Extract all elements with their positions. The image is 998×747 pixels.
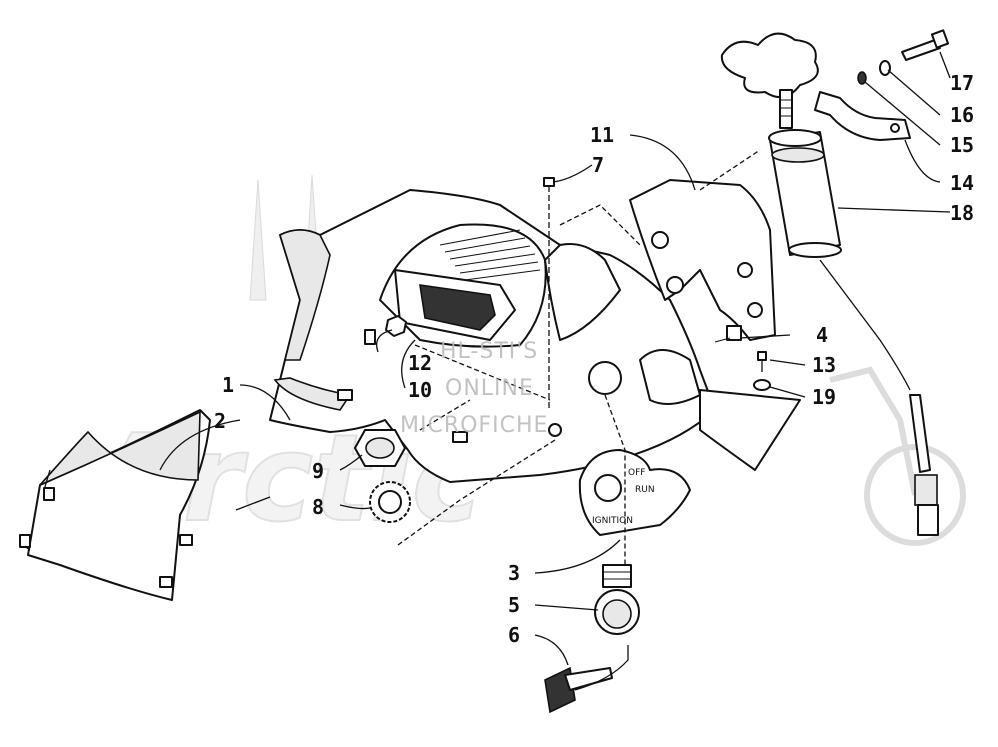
part-19-washer bbox=[753, 379, 771, 391]
part-15-washer bbox=[857, 71, 867, 85]
callout-15: 15 bbox=[950, 133, 974, 157]
part-adjuster-knob bbox=[720, 32, 819, 129]
switch-label-off: OFF bbox=[628, 468, 645, 478]
part-5-ignition-switch bbox=[594, 564, 640, 635]
callout-13: 13 bbox=[812, 353, 836, 377]
callout-16: 16 bbox=[950, 103, 974, 127]
part-17-bolt bbox=[901, 29, 950, 61]
callout-2: 2 bbox=[214, 409, 226, 433]
callout-12: 12 bbox=[408, 351, 432, 375]
switch-label-run: RUN bbox=[635, 485, 655, 495]
callout-7: 7 bbox=[592, 153, 604, 177]
callout-4: 4 bbox=[816, 323, 828, 347]
callout-14: 14 bbox=[950, 171, 974, 195]
part-18-cylinder bbox=[768, 129, 939, 536]
part-16-washer bbox=[879, 60, 891, 76]
part-14-clamp bbox=[814, 91, 911, 141]
switch-label-ignition: IGNITION bbox=[592, 516, 633, 526]
part-6-key bbox=[544, 645, 629, 714]
part-12-nut bbox=[385, 315, 407, 337]
watermark-line-1: HL-STI'S bbox=[440, 339, 538, 364]
part-3-switch-plate: OFF RUN IGNITION bbox=[578, 449, 691, 536]
callout-leaders bbox=[159, 51, 951, 666]
part-11-bracket bbox=[629, 179, 776, 341]
callout-18: 18 bbox=[950, 201, 974, 225]
callout-8: 8 bbox=[312, 495, 324, 519]
watermark-line-2: ONLINE bbox=[445, 376, 534, 401]
assembly-lines bbox=[397, 149, 761, 565]
callout-17: 17 bbox=[950, 71, 974, 95]
callout-10: 10 bbox=[408, 378, 432, 402]
part-1-console-housing bbox=[269, 189, 801, 483]
callout-11: 11 bbox=[590, 123, 614, 147]
watermark-line-3: MICROFICHE bbox=[400, 413, 548, 438]
part-2-lower-cover bbox=[19, 409, 271, 601]
callout-numbers: 1 2 3 4 5 6 7 8 9 10 11 12 13 14 15 16 1… bbox=[214, 71, 974, 647]
part-13-screw bbox=[757, 351, 767, 372]
callout-9: 9 bbox=[312, 459, 324, 483]
watermark-text: HL-STI'S ONLINE MICROFICHE bbox=[400, 339, 548, 438]
part-8-lock-washer bbox=[369, 481, 411, 523]
callout-3: 3 bbox=[508, 561, 520, 585]
callout-5: 5 bbox=[508, 593, 520, 617]
callout-1: 1 bbox=[222, 373, 234, 397]
part-4-screw bbox=[714, 325, 742, 343]
callout-6: 6 bbox=[508, 623, 520, 647]
part-9-nut bbox=[354, 429, 406, 467]
part-10-grille bbox=[394, 229, 541, 341]
callout-19: 19 bbox=[812, 385, 836, 409]
